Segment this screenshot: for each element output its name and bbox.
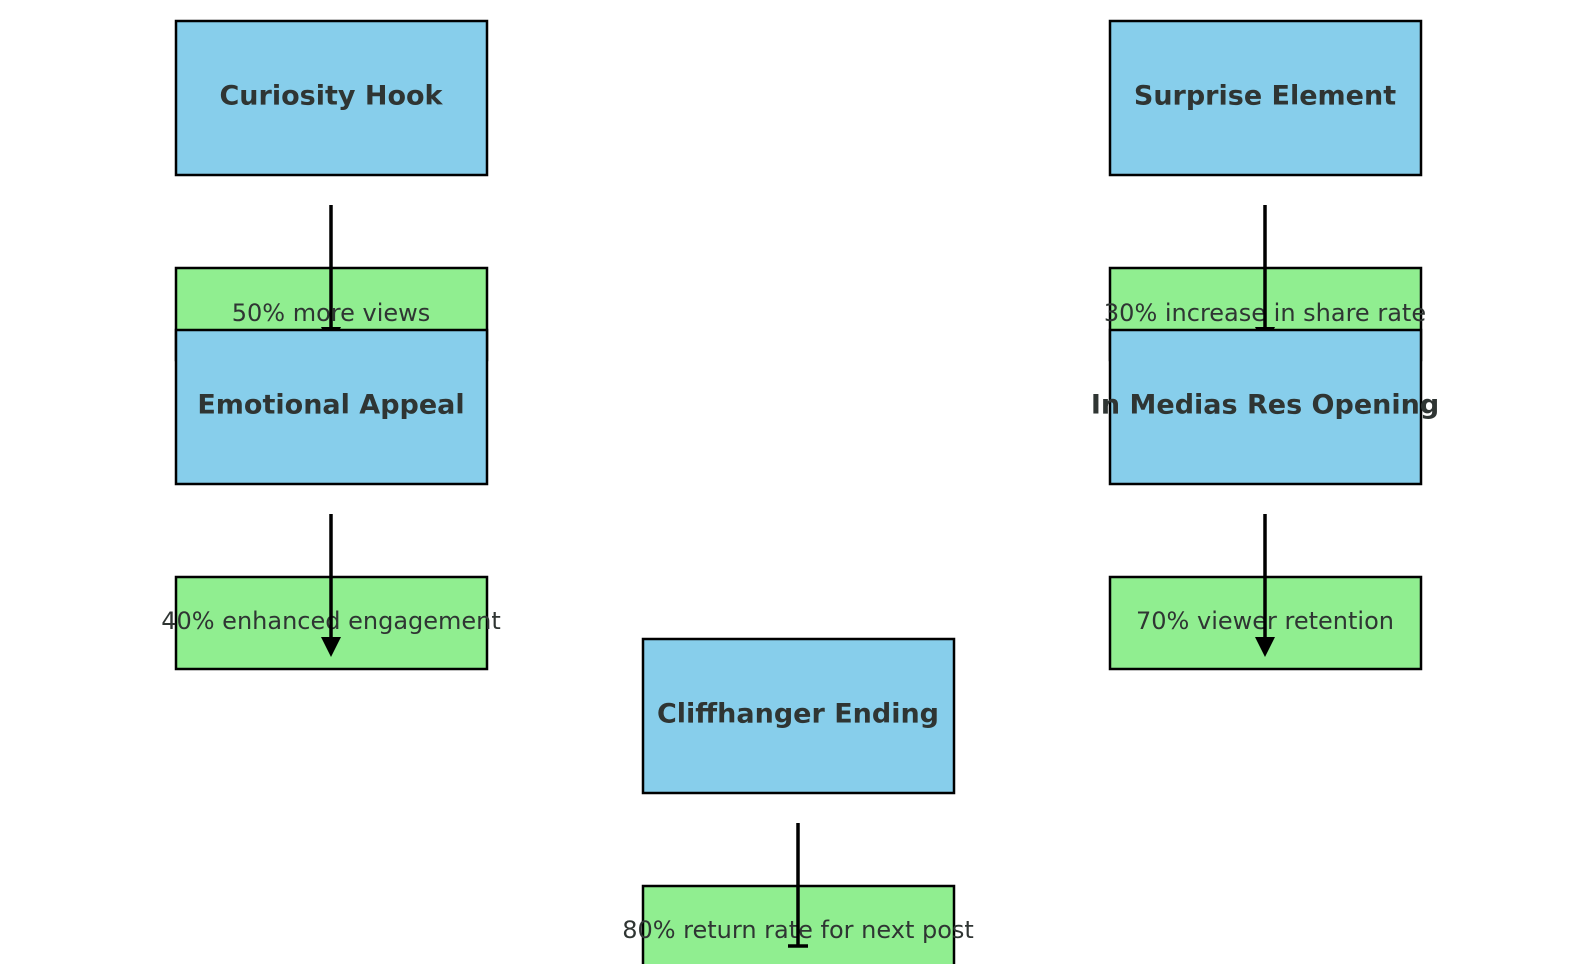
strategy-box-surprise-element xyxy=(1108,19,1423,177)
strategy-label-in-medias-res-opening: In Medias Res Opening xyxy=(1091,390,1439,421)
strategy-label-curiosity-hook: Curiosity Hook xyxy=(219,81,443,112)
strategy-label-surprise-element: Surprise Element xyxy=(1134,81,1396,112)
strategy-label-cliffhanger-ending: Cliffhanger Ending xyxy=(657,699,939,730)
strategy-box-emotional-appeal xyxy=(174,328,489,486)
flow-node-emotional-appeal: Emotional Appeal 40% enhanced engagement xyxy=(161,328,501,671)
strategy-box-in-medias-res-opening xyxy=(1108,328,1423,486)
arrowhead-emotional-appeal xyxy=(321,637,341,657)
flow-node-surprise-element: 30% increase in share rate Surprise Elem… xyxy=(1104,19,1426,362)
flow-node-in-medias-res-opening: In Medias Res Opening 70% viewer retenti… xyxy=(1091,328,1439,671)
strategy-box-curiosity-hook xyxy=(174,19,489,177)
flow-node-cliffhanger-ending: Cliffhanger Ending 80% return rate for n… xyxy=(622,637,974,964)
strategy-label-emotional-appeal: Emotional Appeal xyxy=(197,390,464,421)
flow-node-curiosity-hook: 50% more views Curiosity Hook xyxy=(174,19,489,362)
strategy-box-cliffhanger-ending xyxy=(641,637,956,795)
arrowhead-in-medias-res-opening xyxy=(1255,637,1275,657)
